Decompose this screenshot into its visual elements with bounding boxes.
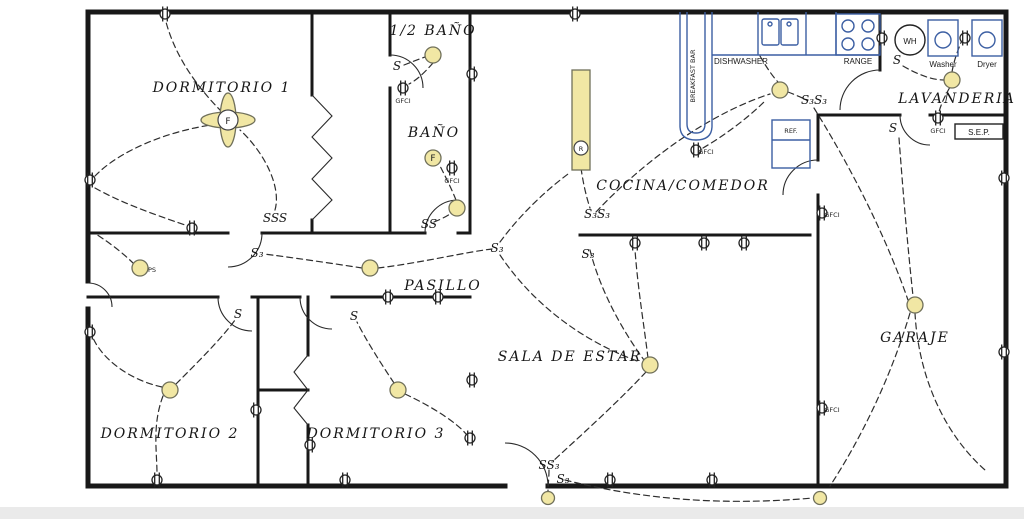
gfci-label: GFCI: [930, 127, 945, 135]
appliance-labels: DISHWASHER RANGE BREAKFAST BAR WH Washer…: [689, 37, 997, 137]
outlet-symbol: [466, 371, 478, 389]
light-kitchen: [771, 81, 789, 99]
light-half-bath: [424, 46, 442, 64]
switch-half-bath: S: [393, 59, 401, 73]
light-bedroom2: [161, 381, 179, 399]
switch-3way-foyer: S₃: [250, 246, 263, 260]
light-bath-vanity: [448, 199, 466, 217]
light-living: [641, 356, 659, 374]
switch-bedroom3: S: [350, 309, 358, 323]
room-label-bath: BAÑO: [407, 123, 460, 141]
water-heater-label: WH: [903, 37, 917, 46]
closet-bifold-doors: [293, 94, 333, 426]
exterior-walls: [85, 9, 1009, 489]
outlet-symbol: [738, 234, 750, 252]
switch-garage: S: [889, 121, 897, 135]
scan-artifact: [0, 507, 1024, 519]
dryer-label: Dryer: [977, 60, 997, 69]
light-laundry: [943, 71, 961, 89]
room-label-bedroom3: DORMITORIO 3: [306, 426, 446, 442]
switch-bedroom2: S: [234, 307, 242, 321]
gfci-tags: GFCI GFCI GFCI GFCI GFCI GFCI: [395, 97, 945, 414]
light-porch-left: [540, 490, 556, 506]
recessed-label: R: [579, 145, 584, 153]
outlet-gfci-symbol: [397, 79, 409, 97]
room-label-half-bath: 1/2 BAÑO: [389, 21, 476, 39]
gfci-label: GFCI: [444, 177, 459, 185]
pull-switch-label: PS: [148, 266, 156, 274]
room-label-laundry: LAVANDERIA: [897, 91, 1016, 107]
switch-bedroom1: SSS: [263, 211, 287, 225]
washer-label: Washer: [929, 60, 957, 69]
kitchen-counter: [712, 12, 880, 56]
switch-entry-3way: S₃: [556, 472, 569, 486]
outlet-symbol: [698, 234, 710, 252]
room-label-hallway: PASILLO: [403, 278, 481, 294]
room-label-garage: GARAJE: [880, 330, 950, 346]
range-label: RANGE: [844, 57, 872, 66]
ceiling-lights: [131, 46, 961, 506]
light-hallway: [361, 259, 379, 277]
wiring-runs: [92, 21, 986, 502]
light-foyer: [131, 259, 149, 277]
light-bedroom3: [389, 381, 407, 399]
dishwasher-label: DISHWASHER: [714, 57, 768, 66]
room-label-bedroom1: DORMITORIO 1: [152, 80, 292, 96]
outlet-symbol: [959, 29, 971, 47]
water-heater: [894, 24, 926, 56]
fan-label: F: [225, 117, 230, 127]
refrigerator: [771, 119, 811, 169]
switch-labels: S SS SSS S₃ S₃ S₃ S₃S₃ S₃S₃ S S S S SS₃ …: [148, 53, 901, 486]
door-swings: [87, 54, 931, 487]
switch-3way-hall: S₃: [490, 241, 503, 255]
breakfast-bar-counter: [679, 12, 713, 141]
range-cooktop: [835, 13, 881, 56]
interior-walls: [86, 10, 1008, 488]
switch-3way-living: S₃: [581, 247, 594, 261]
gfci-label: GFCI: [395, 97, 410, 105]
switch-laundry: S: [893, 53, 901, 67]
room-label-kitchen: COCINA/COMEDOR: [596, 178, 770, 194]
switch-entry: SS₃: [538, 458, 559, 472]
washer-box: [927, 19, 959, 57]
outlet-symbol: [569, 5, 581, 23]
breakfast-bar-label: BREAKFAST BAR: [689, 49, 697, 102]
room-labels: DORMITORIO 1 1/2 BAÑO BAÑO COCINA/COMEDO…: [100, 21, 1016, 442]
outlet-gfci-symbol: [932, 109, 944, 127]
gfci-label: GFCI: [824, 406, 839, 414]
outlet-symbol: [629, 234, 641, 252]
kitchen-sink: [761, 18, 799, 46]
light-garage: [906, 296, 924, 314]
outlet-gfci-symbol: [446, 159, 458, 177]
service-entrance-panel: [954, 123, 1004, 140]
light-porch-right: [812, 490, 828, 506]
laundry-fixtures: [894, 19, 1004, 140]
dryer-box: [971, 19, 1003, 57]
outlet-symbol: [159, 5, 171, 23]
refrigerator-label: REF.: [784, 127, 797, 135]
bath-fan-icon: F: [424, 149, 442, 167]
gfci-label: GFCI: [824, 211, 839, 219]
kitchen-fixtures: [679, 12, 881, 169]
ceiling-fan-icon: F: [200, 92, 256, 148]
outlet-symbol: [382, 288, 394, 306]
outlet-symbol: [464, 429, 476, 447]
room-label-living: SALA DE ESTAR: [498, 349, 643, 365]
fluorescent-fixture: R: [571, 69, 591, 171]
gfci-label: GFCI: [698, 148, 713, 156]
room-label-bedroom2: DORMITORIO 2: [100, 426, 240, 442]
service-panel-label: S.E.P.: [968, 128, 990, 137]
fan-label: F: [430, 154, 435, 164]
switch-3way-kitchen-b: S₃S₃: [801, 93, 827, 107]
switch-bath: SS: [421, 217, 437, 231]
switch-3way-kitchen-a: S₃S₃: [584, 207, 610, 221]
